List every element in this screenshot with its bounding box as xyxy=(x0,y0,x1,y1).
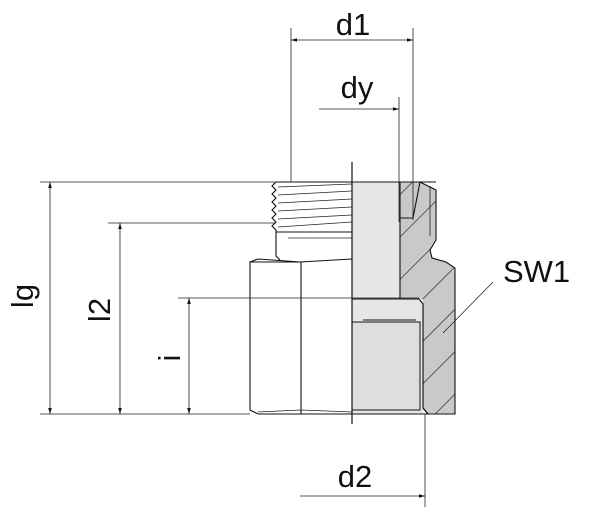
dimension-d2: d2 xyxy=(300,414,426,507)
male-thread xyxy=(271,181,353,233)
dimension-sw1: SW1 xyxy=(442,254,570,334)
lg-label: lg xyxy=(5,284,40,308)
d1-label: d1 xyxy=(336,7,370,42)
d2-label: d2 xyxy=(338,459,372,494)
dimension-l2: l2 xyxy=(82,222,276,414)
dimension-lg: lg xyxy=(5,181,276,415)
dy-label: dy xyxy=(341,70,374,105)
l2-label: l2 xyxy=(82,298,117,322)
neck xyxy=(275,232,281,261)
dimension-d1: d1 xyxy=(290,7,414,220)
dimension-i: i xyxy=(152,297,419,414)
exterior-view xyxy=(249,181,353,415)
section-view xyxy=(351,181,456,415)
sw1-label: SW1 xyxy=(503,254,570,289)
upper-bore xyxy=(352,182,400,299)
female-thread xyxy=(351,321,421,411)
hex-body xyxy=(249,258,353,415)
dimension-dy: dy xyxy=(319,70,400,222)
i-label: i xyxy=(152,355,187,362)
